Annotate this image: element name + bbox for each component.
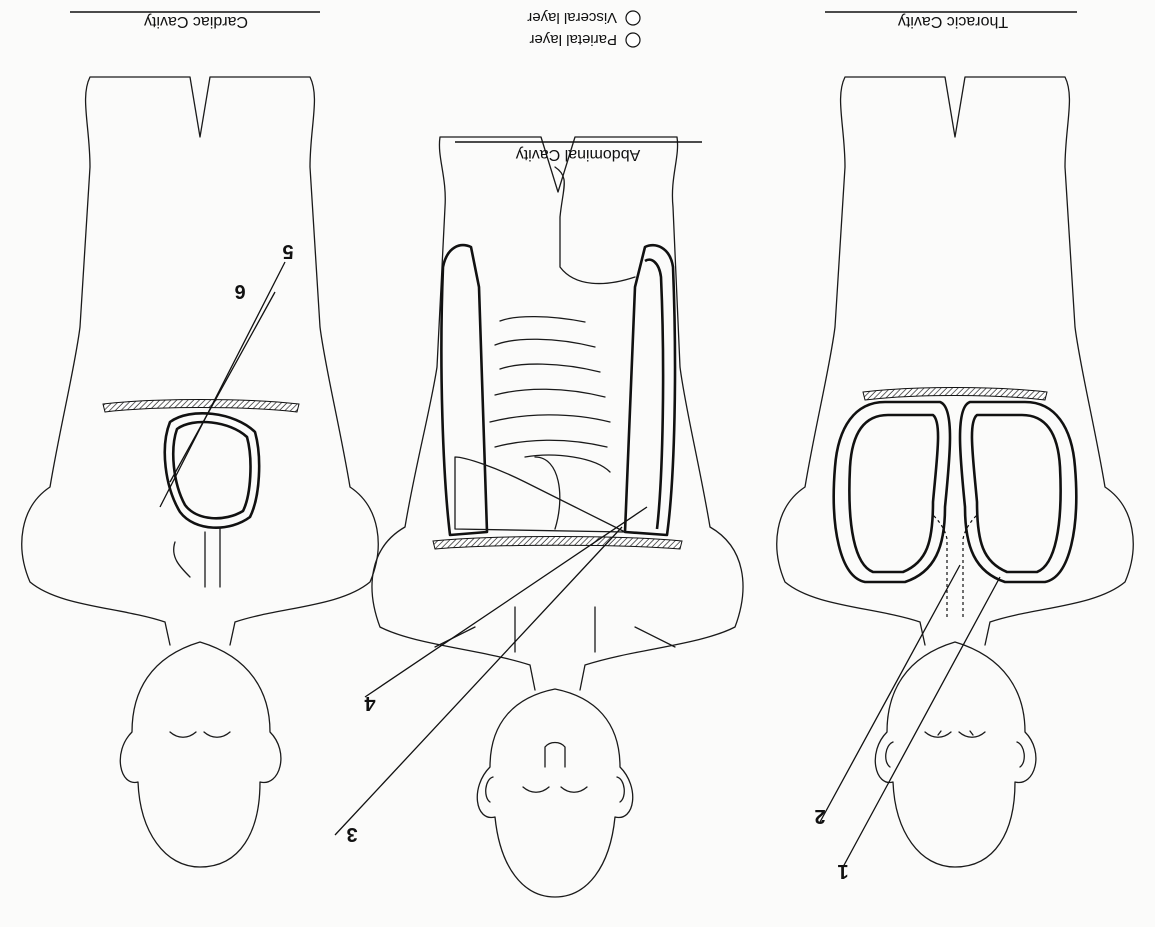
parietal-layer-label: Parietal layer — [529, 31, 617, 48]
label-3: 3 — [346, 823, 357, 845]
label-6: 6 — [234, 280, 245, 302]
visceral-layer-label: Visceral layer — [527, 9, 617, 26]
label-4: 4 — [364, 692, 376, 714]
label-1: 1 — [837, 860, 848, 882]
thoracic-cavity-title: Thoracic Cavity — [898, 13, 1008, 30]
label-2: 2 — [814, 805, 825, 827]
legend: Visceral layer Parietal layer — [527, 9, 640, 48]
thoracic-figure — [777, 12, 1133, 867]
visceral-layer-bubble[interactable] — [626, 11, 640, 25]
cardiac-figure — [22, 12, 378, 867]
parietal-layer-bubble[interactable] — [626, 33, 640, 47]
cardiac-cavity-title: Cardiac Cavity — [144, 13, 248, 30]
abdominal-cavity-title: Abdominal Cavity — [516, 146, 641, 163]
label-5: 5 — [282, 240, 293, 262]
abdominal-figure — [335, 137, 743, 897]
